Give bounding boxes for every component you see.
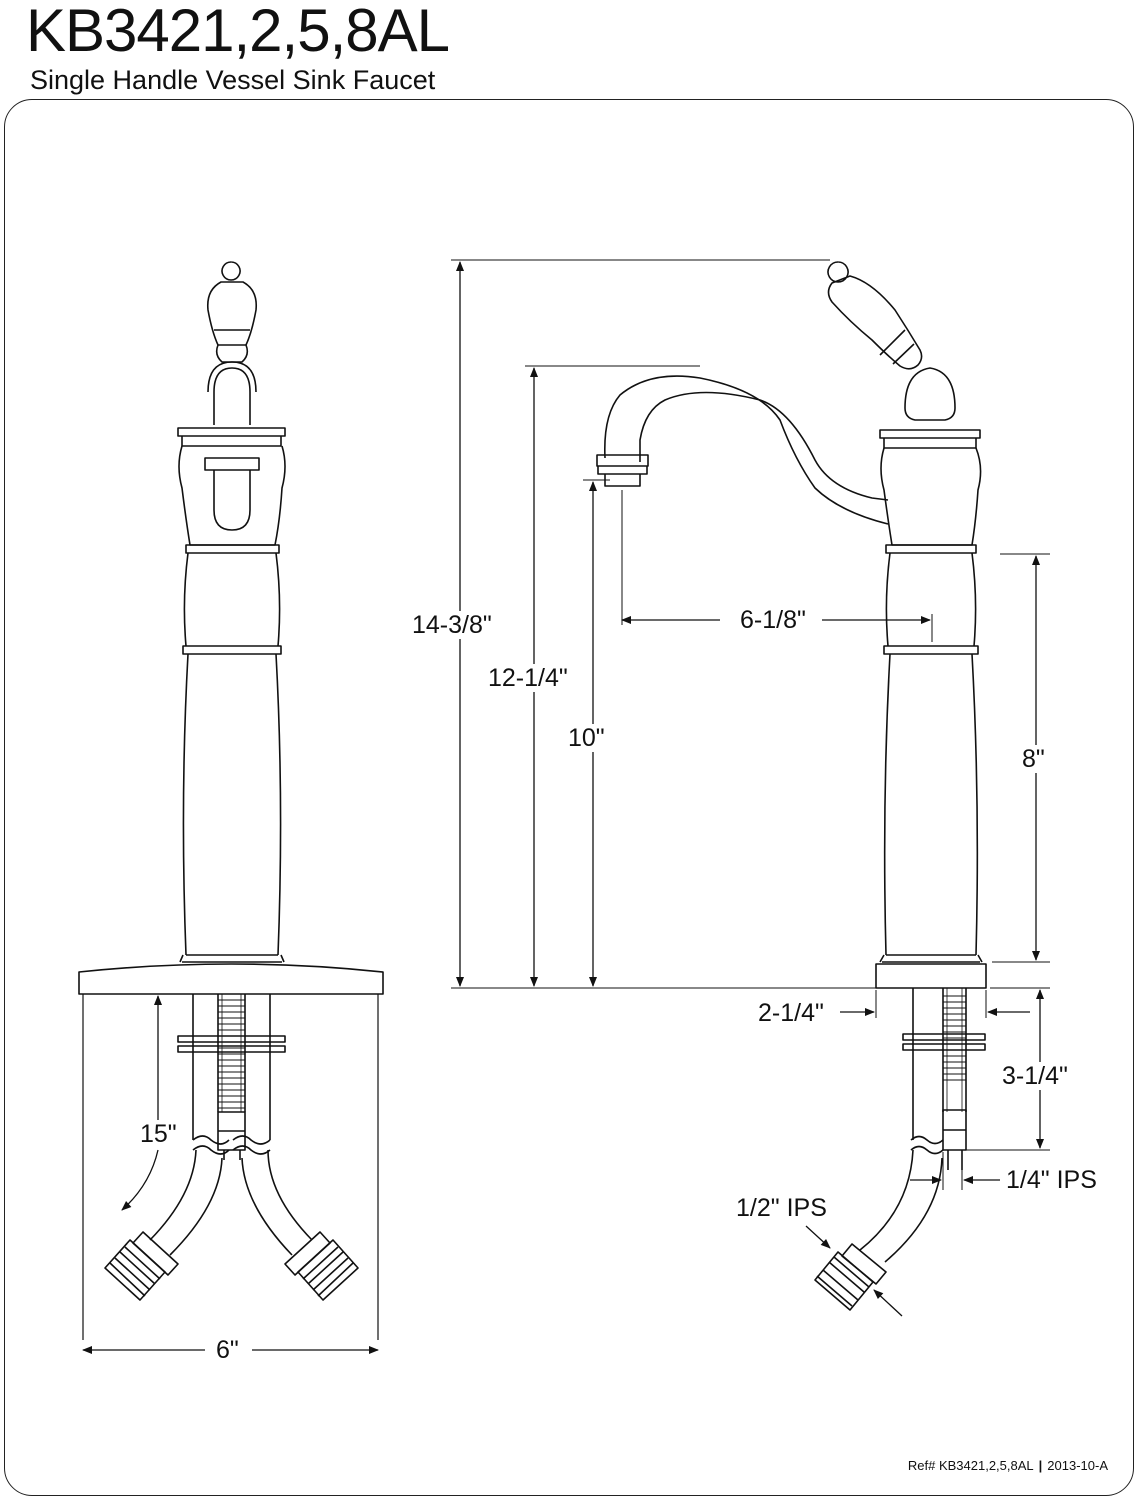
dim-base-diameter: 2-1/4" (758, 999, 824, 1027)
side-base (875, 963, 987, 989)
dim-body-height: 8" (1022, 745, 1045, 773)
product-subtitle: Single Handle Vessel Sink Faucet (30, 65, 436, 95)
side-handle-lever (827, 261, 923, 370)
reference-footer: Ref# KB3421,2,5,8AL | 2013-10-A (908, 1458, 1108, 1473)
side-view (596, 261, 987, 1311)
model-title: KB3421,2,5,8AL (26, 0, 450, 64)
hose-arc-line (121, 1149, 159, 1211)
dim-spout-height: 12-1/4" (488, 664, 568, 692)
dim-total-height: 14-3/8" (412, 611, 492, 639)
dim-hose-angle: 15" (140, 1120, 177, 1148)
supply-line-lower (873, 1289, 903, 1317)
drawing-frame (4, 99, 1134, 1496)
dim-supply-thread: 1/2" IPS (736, 1194, 827, 1222)
front-dimensions (82, 995, 379, 1354)
side-aerator (596, 454, 649, 487)
revision-date: 2013-10-A (1047, 1458, 1108, 1473)
dim-spout-reach: 6-1/8" (740, 606, 806, 634)
reach-ext (621, 490, 933, 642)
supply-line-upper (805, 1225, 831, 1249)
front-right-fitting (284, 1231, 359, 1301)
front-view (78, 261, 384, 1340)
front-base-plate (78, 963, 384, 995)
front-left-fitting (104, 1231, 179, 1301)
front-handle-lever (206, 261, 258, 363)
side-spout (639, 391, 889, 501)
reference-number: Ref# KB3421,2,5,8AL (907, 1458, 1034, 1473)
side-dimensions (451, 259, 1050, 1317)
dim-front-width: 6" (216, 1336, 239, 1364)
side-fitting (814, 1243, 887, 1311)
dim-shank-thread: 1/4" IPS (1006, 1166, 1097, 1194)
dim-spout-clearance: 10" (568, 724, 605, 752)
reference-separator: | (1038, 1458, 1043, 1473)
front-handle-ring (213, 367, 251, 425)
dim-shank-length: 3-1/4" (1002, 1062, 1068, 1090)
